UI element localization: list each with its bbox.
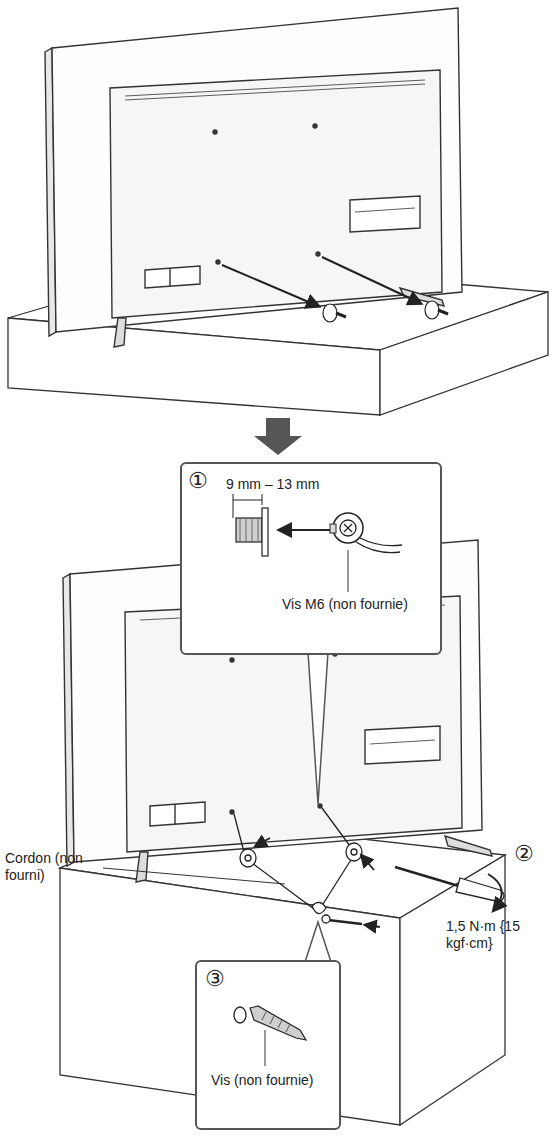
removal-arrows bbox=[222, 257, 420, 306]
callout-number: ① bbox=[188, 470, 208, 492]
step-arrow bbox=[254, 418, 302, 455]
callout-box: ③ Vis (non fournie) bbox=[195, 960, 341, 1130]
fastening bbox=[234, 808, 380, 927]
part-label: Vis M6 (non fournie) bbox=[282, 596, 408, 613]
callout-box: ① 9 mm – 13 mm Vis M6 (non fournie) bbox=[180, 462, 442, 655]
part-label: Cordon (non fourni) bbox=[5, 850, 100, 884]
callout-3-art bbox=[195, 922, 341, 1130]
tv-top bbox=[45, 8, 462, 347]
dimension-label: 9 mm – 13 mm bbox=[226, 476, 319, 493]
screwdriver bbox=[395, 867, 504, 910]
callout-1-art bbox=[180, 462, 442, 804]
part-label: Vis (non fournie) bbox=[211, 1072, 313, 1089]
screws bbox=[323, 301, 448, 322]
torque-label: 1,5 N·m {15 kgf·cm} bbox=[446, 918, 546, 952]
callout-number: ③ bbox=[205, 968, 225, 990]
leader-line bbox=[103, 868, 285, 884]
callout-number: ② bbox=[514, 843, 534, 865]
